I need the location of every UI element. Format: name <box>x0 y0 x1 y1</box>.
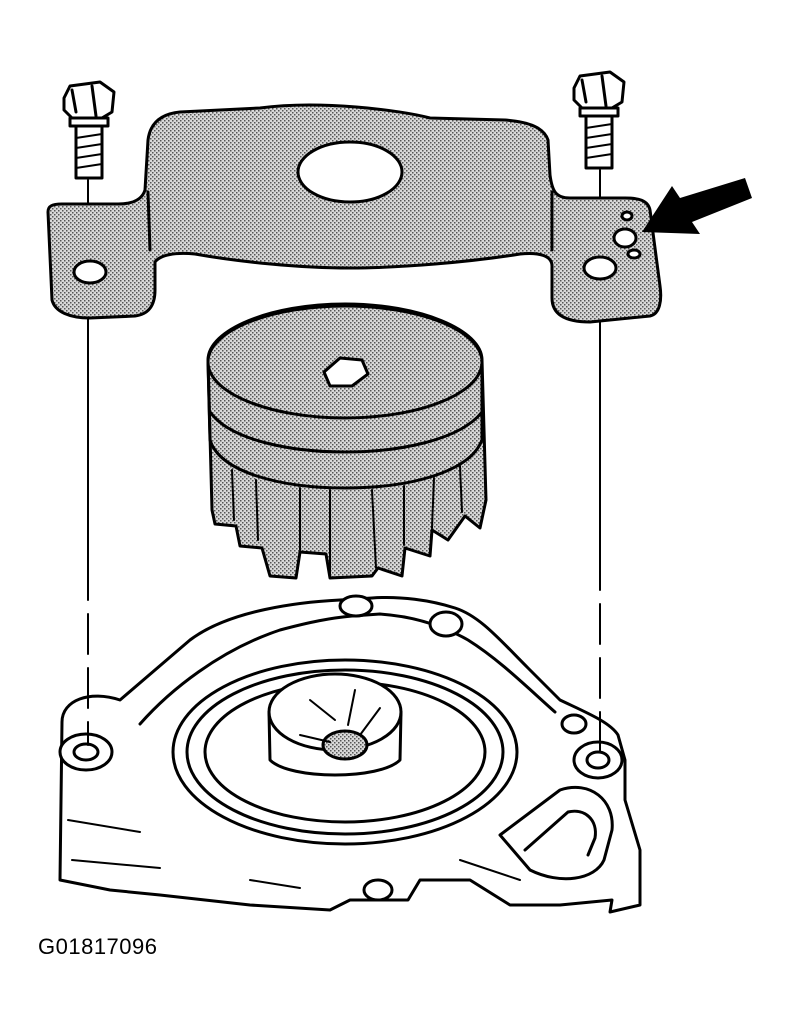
boss-right <box>560 713 588 735</box>
mount-hole-right <box>572 740 624 780</box>
figure-code: G01817096 <box>38 934 158 959</box>
bracket-small-hole <box>626 248 642 260</box>
bracket-center-hole <box>296 140 404 204</box>
holding-bracket <box>46 103 663 324</box>
bracket-marked-hole <box>612 227 638 249</box>
socket-drive-square <box>322 356 370 388</box>
mount-hole-left <box>58 732 114 772</box>
outlet-channel <box>498 785 614 881</box>
bolt-left <box>62 80 116 180</box>
boss-top-right <box>428 610 464 638</box>
bracket-small-hole-2 <box>620 210 634 222</box>
indicator-arrow <box>642 178 752 234</box>
socket-tool <box>206 302 488 580</box>
boss-top <box>338 594 374 618</box>
bracket-hole-right <box>582 255 618 281</box>
boss-bottom <box>362 878 394 902</box>
pump-housing <box>58 594 642 914</box>
bolt-right <box>572 70 626 170</box>
bracket-hole-left <box>72 259 108 285</box>
